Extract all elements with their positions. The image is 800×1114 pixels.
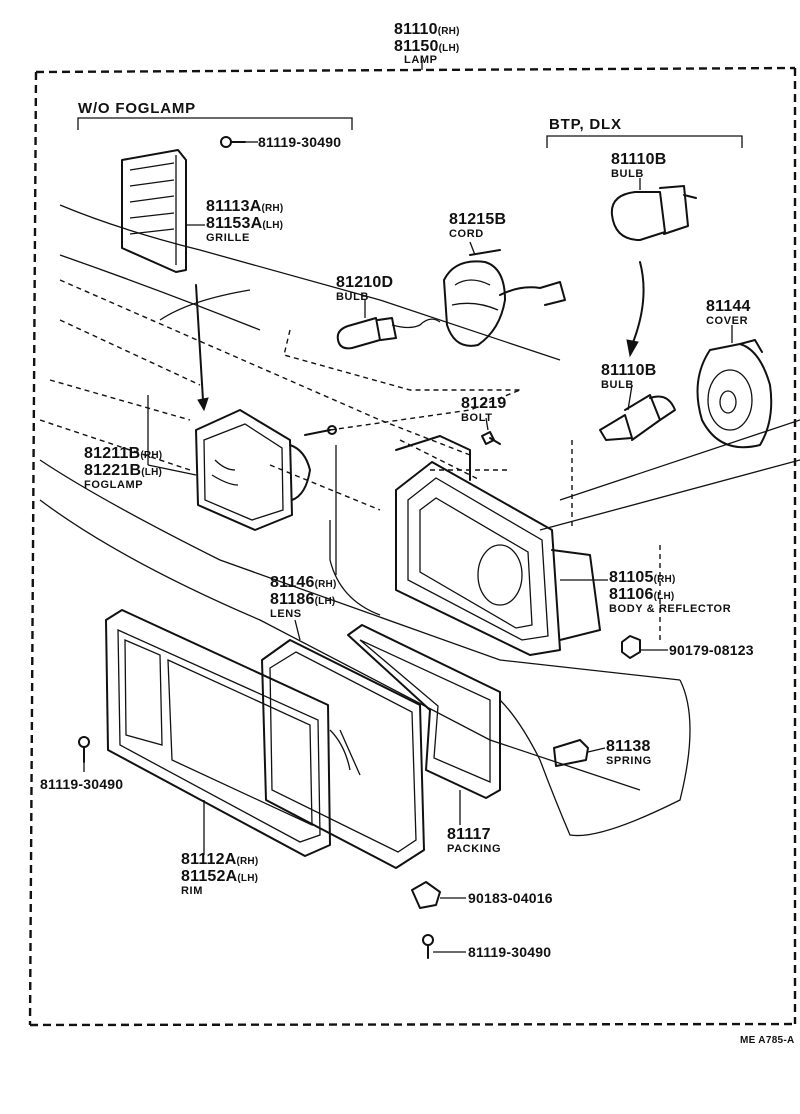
grille-rh-text: 81113A: [206, 198, 262, 215]
rim-lh-suffix: (LH): [237, 873, 259, 884]
wo-foglamp-header: W/O FOGLAMP: [78, 100, 196, 117]
foglamp-rh-suffix: (RH): [140, 450, 163, 461]
bulb-b2-number: 81110B: [601, 362, 657, 379]
rim-name: RIM: [181, 885, 203, 897]
cover-number: 81144: [706, 298, 751, 315]
bolt-number: 81219: [461, 395, 507, 412]
lens-rh-suffix: (RH): [314, 579, 337, 590]
assembly-lh-text: 81150: [394, 38, 439, 55]
alignment-lines: [39, 279, 661, 640]
wo-foglamp-bracket: [77, 117, 353, 130]
bulb-b-number: 81110B: [611, 151, 667, 168]
body-rh-text: 81105: [609, 569, 654, 586]
rim-illustration: [105, 609, 331, 857]
foglamp-illustration: [195, 409, 337, 531]
cover-label: 81144 COVER: [706, 298, 751, 327]
grille-lh-text: 81153A: [206, 215, 263, 232]
body-lh-text: 81106: [609, 586, 654, 603]
cover-name: COVER: [706, 315, 749, 327]
spring-label: 81138 SPRING: [606, 738, 652, 767]
foglamp-lh-suffix: (LH): [141, 467, 163, 478]
body-reflector-illustration: [395, 435, 601, 656]
lens-illustration: [261, 639, 425, 869]
grille-rh-suffix: (RH): [261, 203, 284, 214]
bulb-d-illustration: [336, 317, 441, 350]
spring-name: SPRING: [606, 755, 652, 767]
packing-name: PACKING: [447, 843, 502, 855]
body-rh-suffix: (RH): [653, 574, 676, 585]
cord-label: 81215B CORD: [449, 211, 506, 240]
grille-arrow: [195, 284, 209, 412]
screw-top-icon: [220, 136, 246, 148]
cover-illustration: [696, 339, 773, 449]
bolt-name: BOLT: [461, 412, 493, 424]
body-lh-suffix: (LH): [653, 591, 675, 602]
btp-dlx-header: BTP, DLX: [549, 116, 622, 133]
cord-illustration: [443, 249, 566, 347]
rh-suffix: (RH): [437, 26, 460, 37]
bulb-b2-name: BULB: [601, 379, 634, 391]
bulb-b-name: BULB: [611, 168, 644, 180]
bulb-d-label: 81210D BULB: [336, 274, 393, 303]
screw-top-label: 81119-30490: [258, 134, 342, 150]
reference-code: ME A785-A: [740, 1035, 795, 1046]
bolt-icon: [481, 431, 501, 445]
packing-label: 81117 PACKING: [447, 826, 501, 855]
lens-lh-text: 81186: [270, 591, 315, 608]
bulb-d-number: 81210D: [336, 274, 394, 291]
bulb-d-name: BULB: [336, 291, 369, 303]
body-name: BODY & REFLECTOR: [609, 603, 732, 615]
lens-lh-suffix: (LH): [314, 596, 336, 607]
bumper-outline: [39, 204, 800, 837]
clip-icon: [411, 881, 441, 909]
screw-bottom-label: 81119-30490: [468, 944, 552, 960]
screw-left-label: 81119-30490: [40, 776, 124, 792]
bulb-b-illustration: [610, 185, 697, 241]
foglamp-rh-text: 81211B: [84, 445, 141, 462]
grille-label: 81113A(RH) 81153A(LH) GRILLE: [206, 198, 283, 244]
assembly-rh-text: 81110: [394, 21, 438, 38]
lens-rh-text: 81146: [270, 574, 315, 591]
assembly-name: LAMP: [404, 54, 438, 66]
foglamp-label: 81211B(RH) 81221B(LH) FOGLAMP: [84, 445, 162, 491]
clip-label: 90183-04016: [468, 890, 553, 906]
bolt-label: 81219 BOLT: [461, 395, 507, 424]
bulb-b2-illustration: [599, 394, 676, 441]
assembly-lh-number: 81150(LH): [394, 39, 459, 55]
nut-icon: [621, 635, 641, 659]
packing-number: 81117: [447, 826, 491, 843]
screw-left-icon: [78, 736, 90, 763]
grille-name: GRILLE: [206, 232, 250, 244]
foglamp-name: FOGLAMP: [84, 479, 144, 491]
btp-dlx-bracket: [546, 135, 743, 148]
spring-number: 81138: [606, 738, 651, 755]
packing-illustration: [347, 624, 501, 799]
leader-lines: [83, 141, 733, 953]
rim-lh-text: 81152A: [181, 868, 238, 885]
body-reflector-label: 81105(RH) 81106(LH) BODY & REFLECTOR: [609, 569, 731, 615]
nut-label: 90179-08123: [669, 642, 754, 658]
spring-icon: [553, 739, 589, 767]
foglamp-lh-text: 81221B: [84, 462, 142, 479]
lens-name: LENS: [270, 608, 302, 620]
grille-illustration: [121, 149, 187, 273]
rim-label: 81112A(RH) 81152A(LH) RIM: [181, 851, 258, 897]
lens-label: 81146(RH) 81186(LH) LENS: [270, 574, 337, 620]
grille-lh-suffix: (LH): [262, 220, 284, 231]
cord-name: CORD: [449, 228, 484, 240]
bulb-b-arrow: [626, 261, 645, 358]
assembly-border: [28, 60, 797, 1027]
screw-bottom-icon: [422, 934, 434, 959]
bulb-b-label: 81110B BULB: [611, 151, 666, 180]
rim-rh-text: 81112A: [181, 851, 237, 868]
lh-suffix: (LH): [438, 43, 460, 54]
cord-number: 81215B: [449, 211, 507, 228]
assembly-rh-number: 81110(RH): [394, 22, 460, 38]
rim-rh-suffix: (RH): [236, 856, 259, 867]
bulb-b2-label: 81110B BULB: [601, 362, 656, 391]
